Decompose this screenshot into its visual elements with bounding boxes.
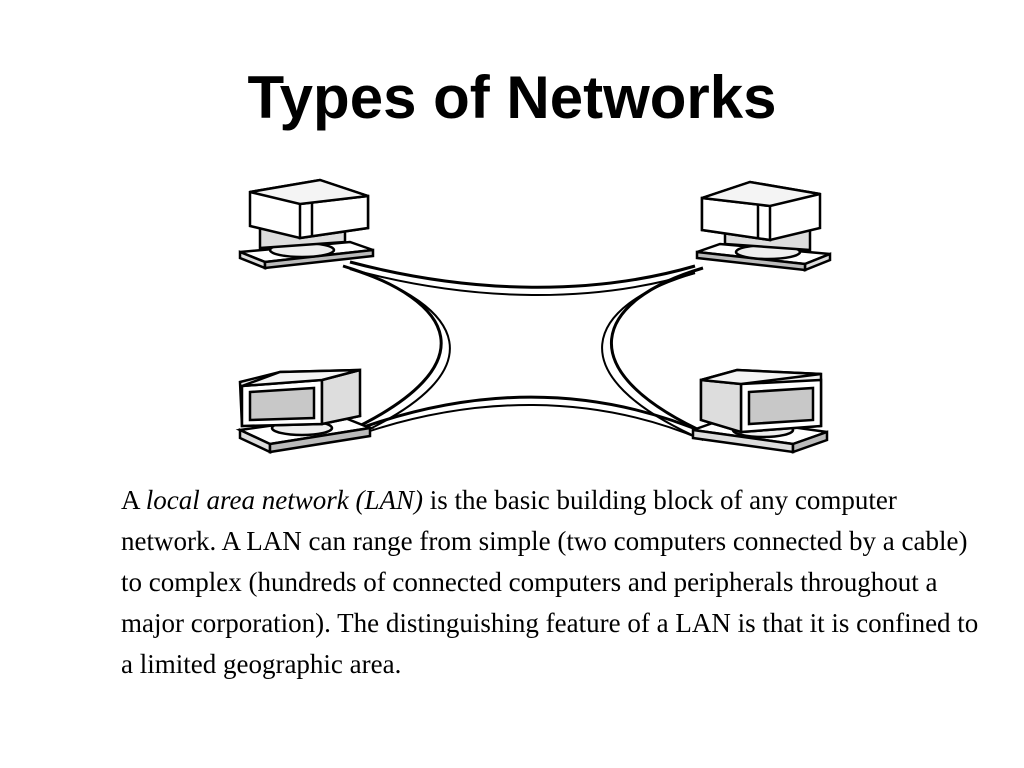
cable-top-inner: [349, 268, 696, 297]
paragraph-lead: A: [121, 485, 146, 515]
cable-left-inner: [349, 268, 451, 437]
slide-title: Types of Networks: [247, 64, 777, 131]
body-paragraph: A local area network (LAN) is the basic …: [121, 480, 981, 685]
computer-bottom-left-icon: [235, 368, 375, 454]
cable-top: [349, 260, 696, 289]
lan-term: local area network (LAN): [145, 485, 423, 515]
paragraph-rest: is the basic building block of any compu…: [121, 485, 979, 679]
computer-top-right-icon: [695, 180, 832, 272]
cable-bottom: [349, 395, 711, 437]
lan-diagram: [235, 178, 832, 454]
computer-bottom-right-icon: [691, 368, 829, 454]
computer-top-left-icon: [238, 178, 375, 270]
cable-bottom-inner: [354, 404, 704, 441]
cable-right: [609, 266, 711, 437]
network-cables: [342, 260, 711, 441]
